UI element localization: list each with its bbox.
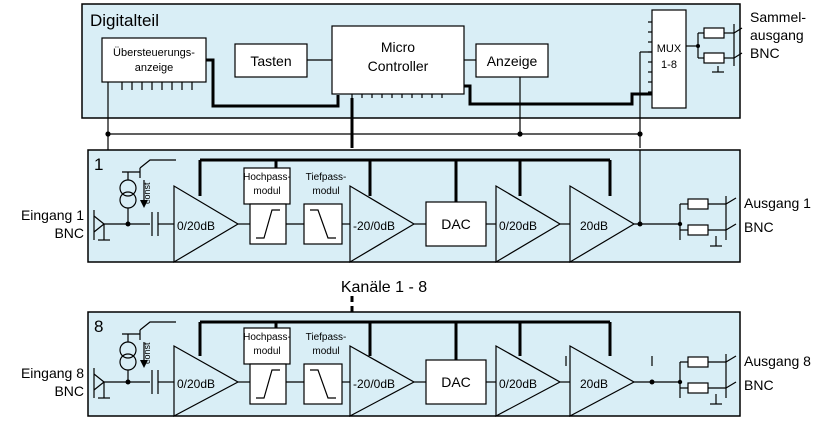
channel-1-output-network <box>677 198 726 247</box>
display-label: Anzeige <box>487 53 538 69</box>
channel-8: 8 const Eingang 8 BNC <box>21 311 811 417</box>
sum-output-label-2: ausgang <box>750 27 804 43</box>
channel-8-input-bnc-icon <box>93 368 110 399</box>
sum-output-label-3: BNC <box>750 45 780 61</box>
channel-8-amp-1-label: 0/20dB <box>177 377 215 391</box>
channel-1: 1 const Eingang 1 <box>21 149 811 264</box>
digital-title: Digitalteil <box>90 11 159 30</box>
channel-1-amp-1-label: 0/20dB <box>177 219 215 233</box>
channel-8-output-label-1: Ausgang 8 <box>744 353 811 369</box>
channel-8-amp-2 <box>349 344 416 417</box>
channel-1-dac-box <box>425 201 487 247</box>
channel-1-amp-2-label: -20/0dB <box>353 219 395 233</box>
channel-1-switch <box>139 159 176 169</box>
channel-1-input-bnc-icon <box>93 210 110 241</box>
channels-range-label: Kanäle 1 - 8 <box>341 279 427 296</box>
channel-1-const-label: const <box>142 182 152 204</box>
channel-8-dac-box <box>425 359 487 405</box>
mux-label-2: 1-8 <box>661 59 677 71</box>
overload-mc-bus <box>206 58 340 108</box>
sum-output-network <box>686 27 734 73</box>
channel-8-dac-label: DAC <box>441 374 471 390</box>
overload-label-1: Übersteuerungs- <box>113 47 195 59</box>
channel-1-amp-1 <box>173 184 240 264</box>
channel-8-amp-3 <box>495 344 562 417</box>
channel-8-output-bnc-icon <box>725 354 737 398</box>
channel-8-lowpass-label-1: Tiefpass- <box>306 332 347 343</box>
channel-1-amp-4 <box>569 184 636 264</box>
channel-8-amp-4-label: 20dB <box>580 377 608 391</box>
channel-8-highpass-label-1: Hochpass- <box>243 332 291 343</box>
channel-8-const-label: const <box>142 342 152 364</box>
channel-1-output-label-2: BNC <box>744 219 774 235</box>
channel-1-input-label-1: Eingang 1 <box>21 207 84 223</box>
overload-indicator-box <box>101 37 207 83</box>
channel-1-amp-3-label: 0/20dB <box>499 219 537 233</box>
channel-1-highpass-label-1: Hochpass- <box>243 172 291 183</box>
channel-1-dac-label: DAC <box>441 216 471 232</box>
channel-8-switch <box>139 321 176 331</box>
display-box <box>475 43 549 78</box>
channel-8-amp-2-label: -20/0dB <box>353 377 395 391</box>
channel-1-amp-4-label: 20dB <box>580 219 608 233</box>
channel-8-amp-3-label: 0/20dB <box>499 377 537 391</box>
microcontroller-label-2: Controller <box>368 58 429 74</box>
channel-1-amp-3 <box>495 184 562 264</box>
keys-label: Tasten <box>250 53 291 69</box>
channel-8-amp-1 <box>173 344 240 417</box>
channel-1-output-label-1: Ausgang 1 <box>744 195 811 211</box>
channel-1-amp-2 <box>349 184 416 264</box>
channel-1-highpass-box <box>243 167 291 205</box>
channel-1-lowpass-label-2: modul <box>312 186 339 197</box>
sum-output-bnc-icon <box>733 24 743 66</box>
channel-1-input-label-2: BNC <box>54 225 84 241</box>
mux-label-1: MUX <box>657 43 682 55</box>
channel-8-input-label-1: Eingang 8 <box>21 365 84 381</box>
channel-1-lowpass-label-1: Tiefpass- <box>306 172 347 183</box>
channel-1-highpass-label-2: modul <box>253 186 280 197</box>
channel-1-number: 1 <box>94 155 103 174</box>
microcontroller-box <box>331 25 465 95</box>
channel-1-current-source-icon <box>119 171 148 226</box>
channel-8-number: 8 <box>94 317 103 336</box>
overload-label-2: anzeige <box>135 62 174 74</box>
channel-8-output-network <box>677 356 726 405</box>
channel-8-output-label-2: BNC <box>744 377 774 393</box>
mux-box <box>651 9 687 109</box>
channel-8-amp-4 <box>569 344 636 417</box>
overload-pins <box>121 82 193 90</box>
microcontroller-label-1: Micro <box>381 39 415 55</box>
channel-8-input-label-2: BNC <box>54 383 84 399</box>
sum-output-label-1: Sammel- <box>750 9 806 25</box>
keys-box <box>234 43 308 78</box>
channel-1-output-bnc-icon <box>725 196 737 240</box>
mc-mux-bus <box>464 84 652 106</box>
microcontroller-pins <box>351 94 443 98</box>
channel-8-highpass-label-2: modul <box>253 346 280 357</box>
channel-8-lowpass-label-2: modul <box>312 346 339 357</box>
